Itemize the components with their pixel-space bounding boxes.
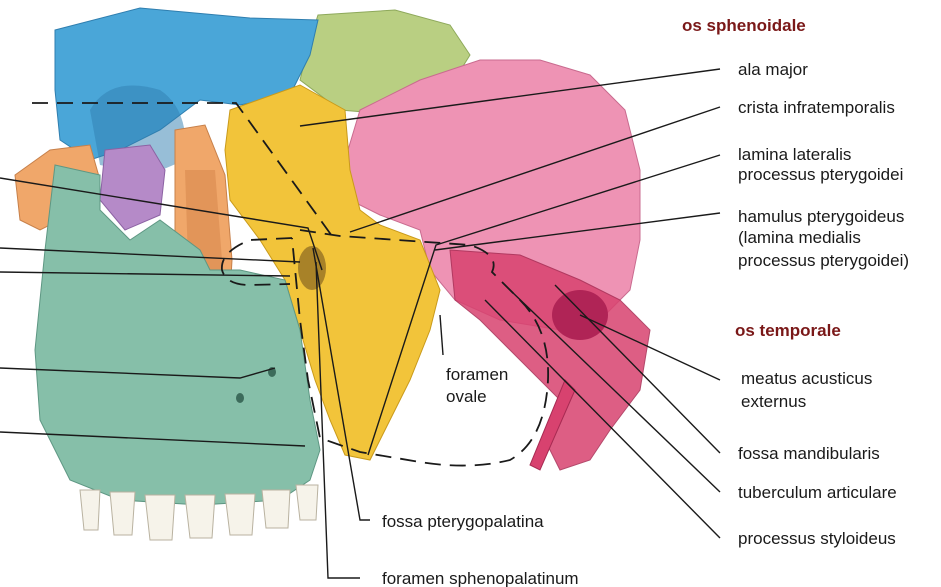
header-os-sphenoidale: os sphenoidale [682,16,806,35]
label-foramen-ovale-1: foramen [446,365,508,384]
label-foramen-ovale-2: ovale [446,387,487,406]
palatine-bone [100,145,165,230]
label-foramen-sphenopalatinum: foramen sphenopalatinum [382,569,579,587]
leader-foramen-ovale [440,315,443,355]
label-ala-major: ala major [738,60,808,79]
header-os-temporale: os temporale [735,321,841,340]
label-hamulus-2: (lamina medialis [738,228,861,247]
tooth [225,494,255,535]
tooth [110,492,135,535]
label-hamulus-3: processus pterygoidei) [738,251,909,270]
label-tuberculum-articulare: tuberculum articulare [738,483,897,502]
maxilla-foramen [236,393,244,403]
label-fossa-pterygopalatina: fossa pterygopalatina [382,512,544,531]
tooth [145,495,175,540]
tooth [262,490,290,528]
label-meatus-2: externus [741,392,806,411]
label-meatus-1: meatus acusticus [741,369,872,388]
tooth [80,490,100,530]
label-processus-styloideus: processus styloideus [738,529,896,548]
label-fossa-mandibularis: fossa mandibularis [738,444,880,463]
label-lamina-lateralis-2: processus pterygoidei [738,165,903,184]
tooth [185,495,215,538]
tooth [296,485,318,520]
label-crista-infratemporalis: crista infratemporalis [738,98,895,117]
label-hamulus-1: hamulus pterygoideus [738,207,904,226]
label-lamina-lateralis-1: lamina lateralis [738,145,851,164]
